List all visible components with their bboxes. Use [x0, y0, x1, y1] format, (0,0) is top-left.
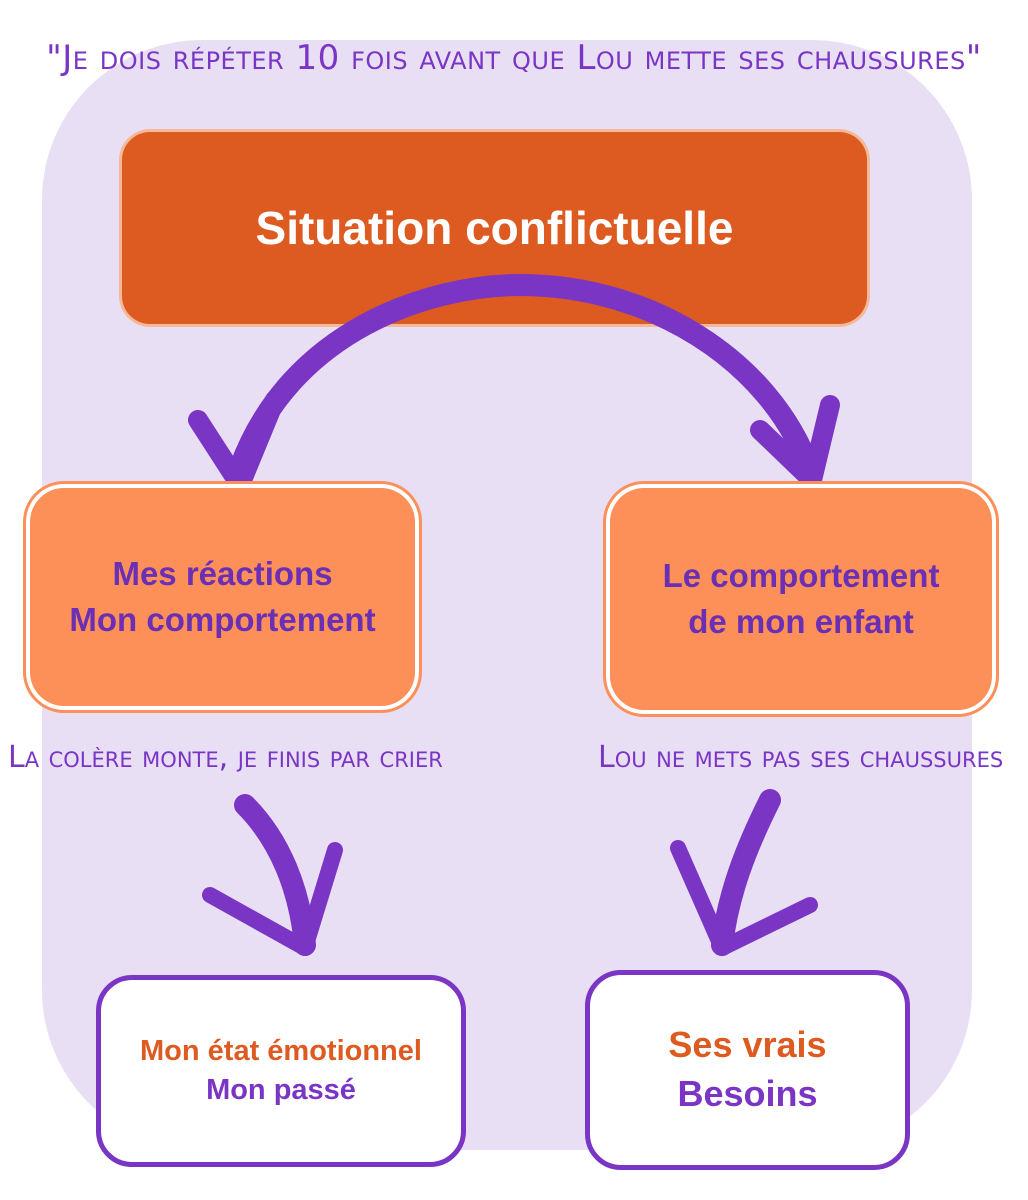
quote-title: "Je dois répéter 10 fois avant que Lou m…: [46, 38, 982, 78]
my-reactions-box: Mes réactions Mon comportement: [30, 488, 415, 706]
true-needs-box: Ses vrais Besoins: [585, 970, 910, 1170]
child-behaviour-line2: de mon enfant: [688, 603, 914, 640]
my-reactions-line1: Mes réactions: [112, 554, 333, 592]
situation-title: Situation conflictuelle: [255, 202, 734, 254]
left-down-arrow-icon: [234, 794, 316, 956]
right-down-arrow-icon: [711, 789, 781, 956]
my-reactions-line2: Mon comportement: [69, 601, 376, 638]
child-behaviour-line1: Le comportement: [662, 556, 940, 594]
emotional-state-line1: Mon état émotionnel: [140, 1034, 422, 1067]
left-down-arrowhead-icon: [202, 842, 343, 956]
right-arrowhead-icon: [750, 395, 840, 490]
left-arrowhead-icon: [188, 390, 285, 495]
left-caption: La colère monte, je finis par crier: [8, 740, 443, 775]
child-behaviour-box: Le comportement de mon enfant: [610, 488, 992, 710]
true-needs-line2: Besoins: [677, 1073, 818, 1114]
true-needs-line1: Ses vrais: [668, 1024, 827, 1066]
curved-arc-arrow: [229, 273, 821, 481]
emotional-state-box: Mon état émotionnel Mon passé: [96, 975, 466, 1167]
right-caption: Lou ne mets pas ses chaussures: [598, 740, 1004, 775]
emotional-state-line2: Mon passé: [206, 1074, 356, 1106]
right-down-arrowhead-icon: [670, 840, 818, 956]
